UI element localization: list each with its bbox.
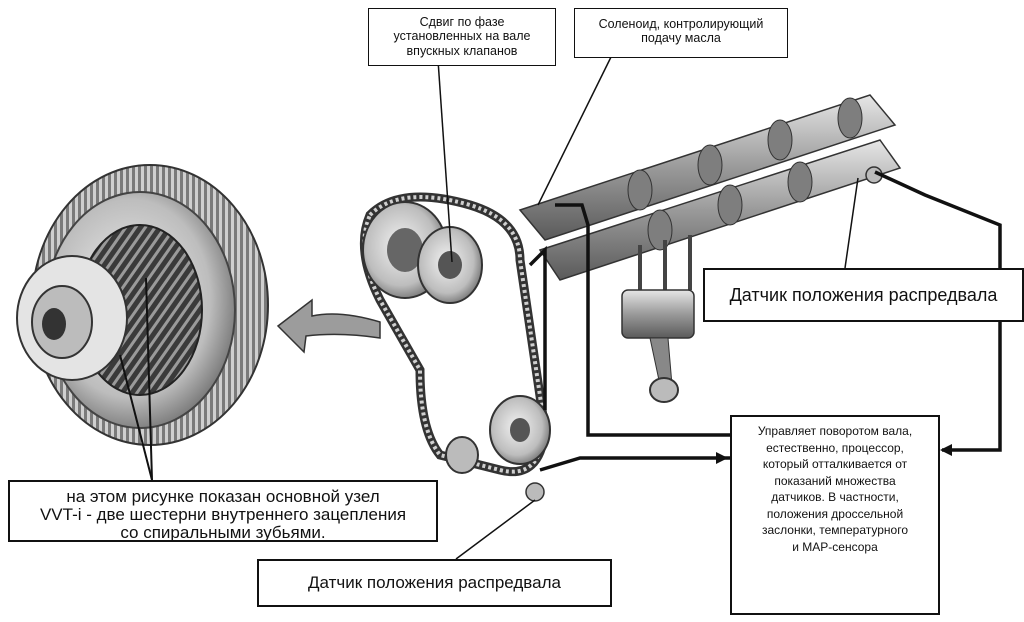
leader-lines xyxy=(119,54,859,560)
direction-arrow xyxy=(276,298,381,354)
camshafts xyxy=(518,94,902,281)
vvti-gear-assembly xyxy=(16,164,269,446)
cam-sensor-bottom xyxy=(525,482,545,502)
timing-belt-system xyxy=(359,192,551,477)
piston-assembly xyxy=(621,235,695,403)
cam-sensor-label-bottom: Датчик положения распредвала xyxy=(257,559,612,607)
cam-sensor-label-right: Датчик положения распредвала xyxy=(703,268,1024,322)
arrowhead-right xyxy=(940,444,952,456)
phase-shift-label: Сдвиг по фазе установленных на вале впус… xyxy=(368,8,556,66)
processor-label: Управляет поворотом вала, естественно, п… xyxy=(730,415,940,615)
vvti-caption: на этом рисунке показан основной узел VV… xyxy=(8,480,438,542)
signal-wires xyxy=(528,170,1002,472)
arrowhead-left xyxy=(716,452,728,464)
solenoid-label: Соленоид, контролирующий подачу масла xyxy=(574,8,788,58)
